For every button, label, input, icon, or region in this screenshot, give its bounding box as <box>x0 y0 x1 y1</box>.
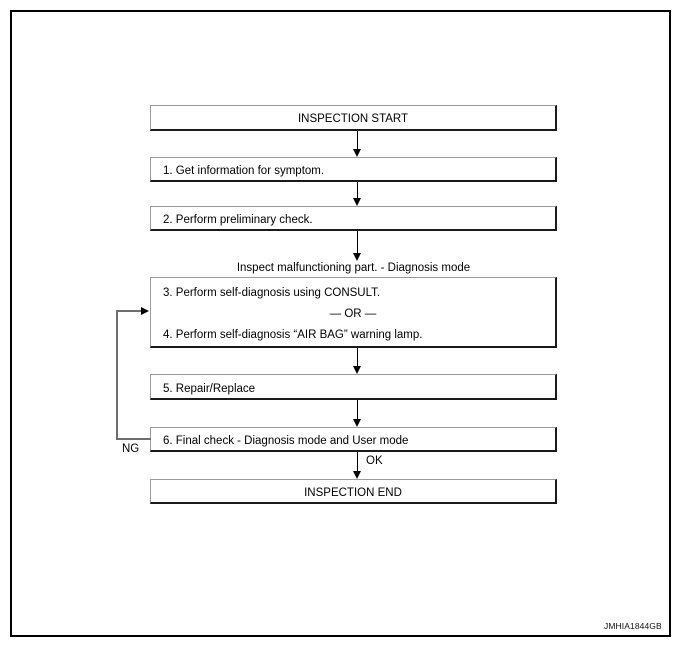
arrowhead-step2-to-diagnosis <box>353 253 361 261</box>
ng-loop-segment-vertical <box>116 310 118 440</box>
flow-node-diagnosis-group: 3. Perform self-diagnosis using CONSULT.… <box>150 277 557 348</box>
ng-loop-segment-bottom <box>116 438 151 440</box>
arrowhead-step1-to-step2 <box>353 198 361 206</box>
flow-node-label: 2. Perform preliminary check. <box>163 214 313 226</box>
arrowhead-ng-loop-into-diagnosis <box>141 307 149 315</box>
connector-step5-to-step6 <box>357 400 358 421</box>
edge-label-ok: OK <box>366 455 383 467</box>
flow-node-label: INSPECTION START <box>297 113 409 125</box>
flow-node-step3-label: 3. Perform self-diagnosis using CONSULT. <box>163 287 381 299</box>
arrowhead-diagnosis-to-step5 <box>353 366 361 374</box>
page-border-frame <box>10 10 671 637</box>
flow-node-label: INSPECTION END <box>304 487 402 499</box>
flow-node-step1: 1. Get information for symptom. <box>150 157 557 182</box>
connector-diagnosis-to-step5 <box>357 348 358 368</box>
flow-node-inspection-start: INSPECTION START <box>150 105 557 131</box>
arrowhead-start-to-step1 <box>353 149 361 157</box>
connector-step6-to-end <box>357 452 358 473</box>
flow-node-step4-label: 4. Perform self-diagnosis “AIR BAG” warn… <box>163 329 423 341</box>
flow-node-step6: 6. Final check - Diagnosis mode and User… <box>150 427 557 452</box>
flow-node-label: 1. Get information for symptom. <box>163 165 325 177</box>
edge-label-ng: NG <box>122 443 140 455</box>
flow-node-label: 5. Repair/Replace <box>163 383 256 395</box>
flow-node-step5: 5. Repair/Replace <box>150 374 557 400</box>
arrowhead-step5-to-step6 <box>353 419 361 427</box>
arrowhead-step6-to-end <box>353 471 361 479</box>
figure-reference-code: JMHIA1844GB <box>604 621 662 631</box>
flow-node-inspection-end: INSPECTION END <box>150 479 557 504</box>
diagnosis-mode-caption: Inspect malfunctioning part. - Diagnosis… <box>236 262 471 274</box>
ng-loop-segment-top <box>116 310 142 312</box>
connector-step2-to-diagnosis <box>357 231 358 256</box>
flow-node-step2: 2. Perform preliminary check. <box>150 206 557 231</box>
flow-node-or-separator: — OR — <box>329 308 377 320</box>
connector-step1-to-step2 <box>357 182 358 201</box>
connector-start-to-step1 <box>357 131 358 151</box>
flow-node-label: 6. Final check - Diagnosis mode and User… <box>163 435 409 447</box>
